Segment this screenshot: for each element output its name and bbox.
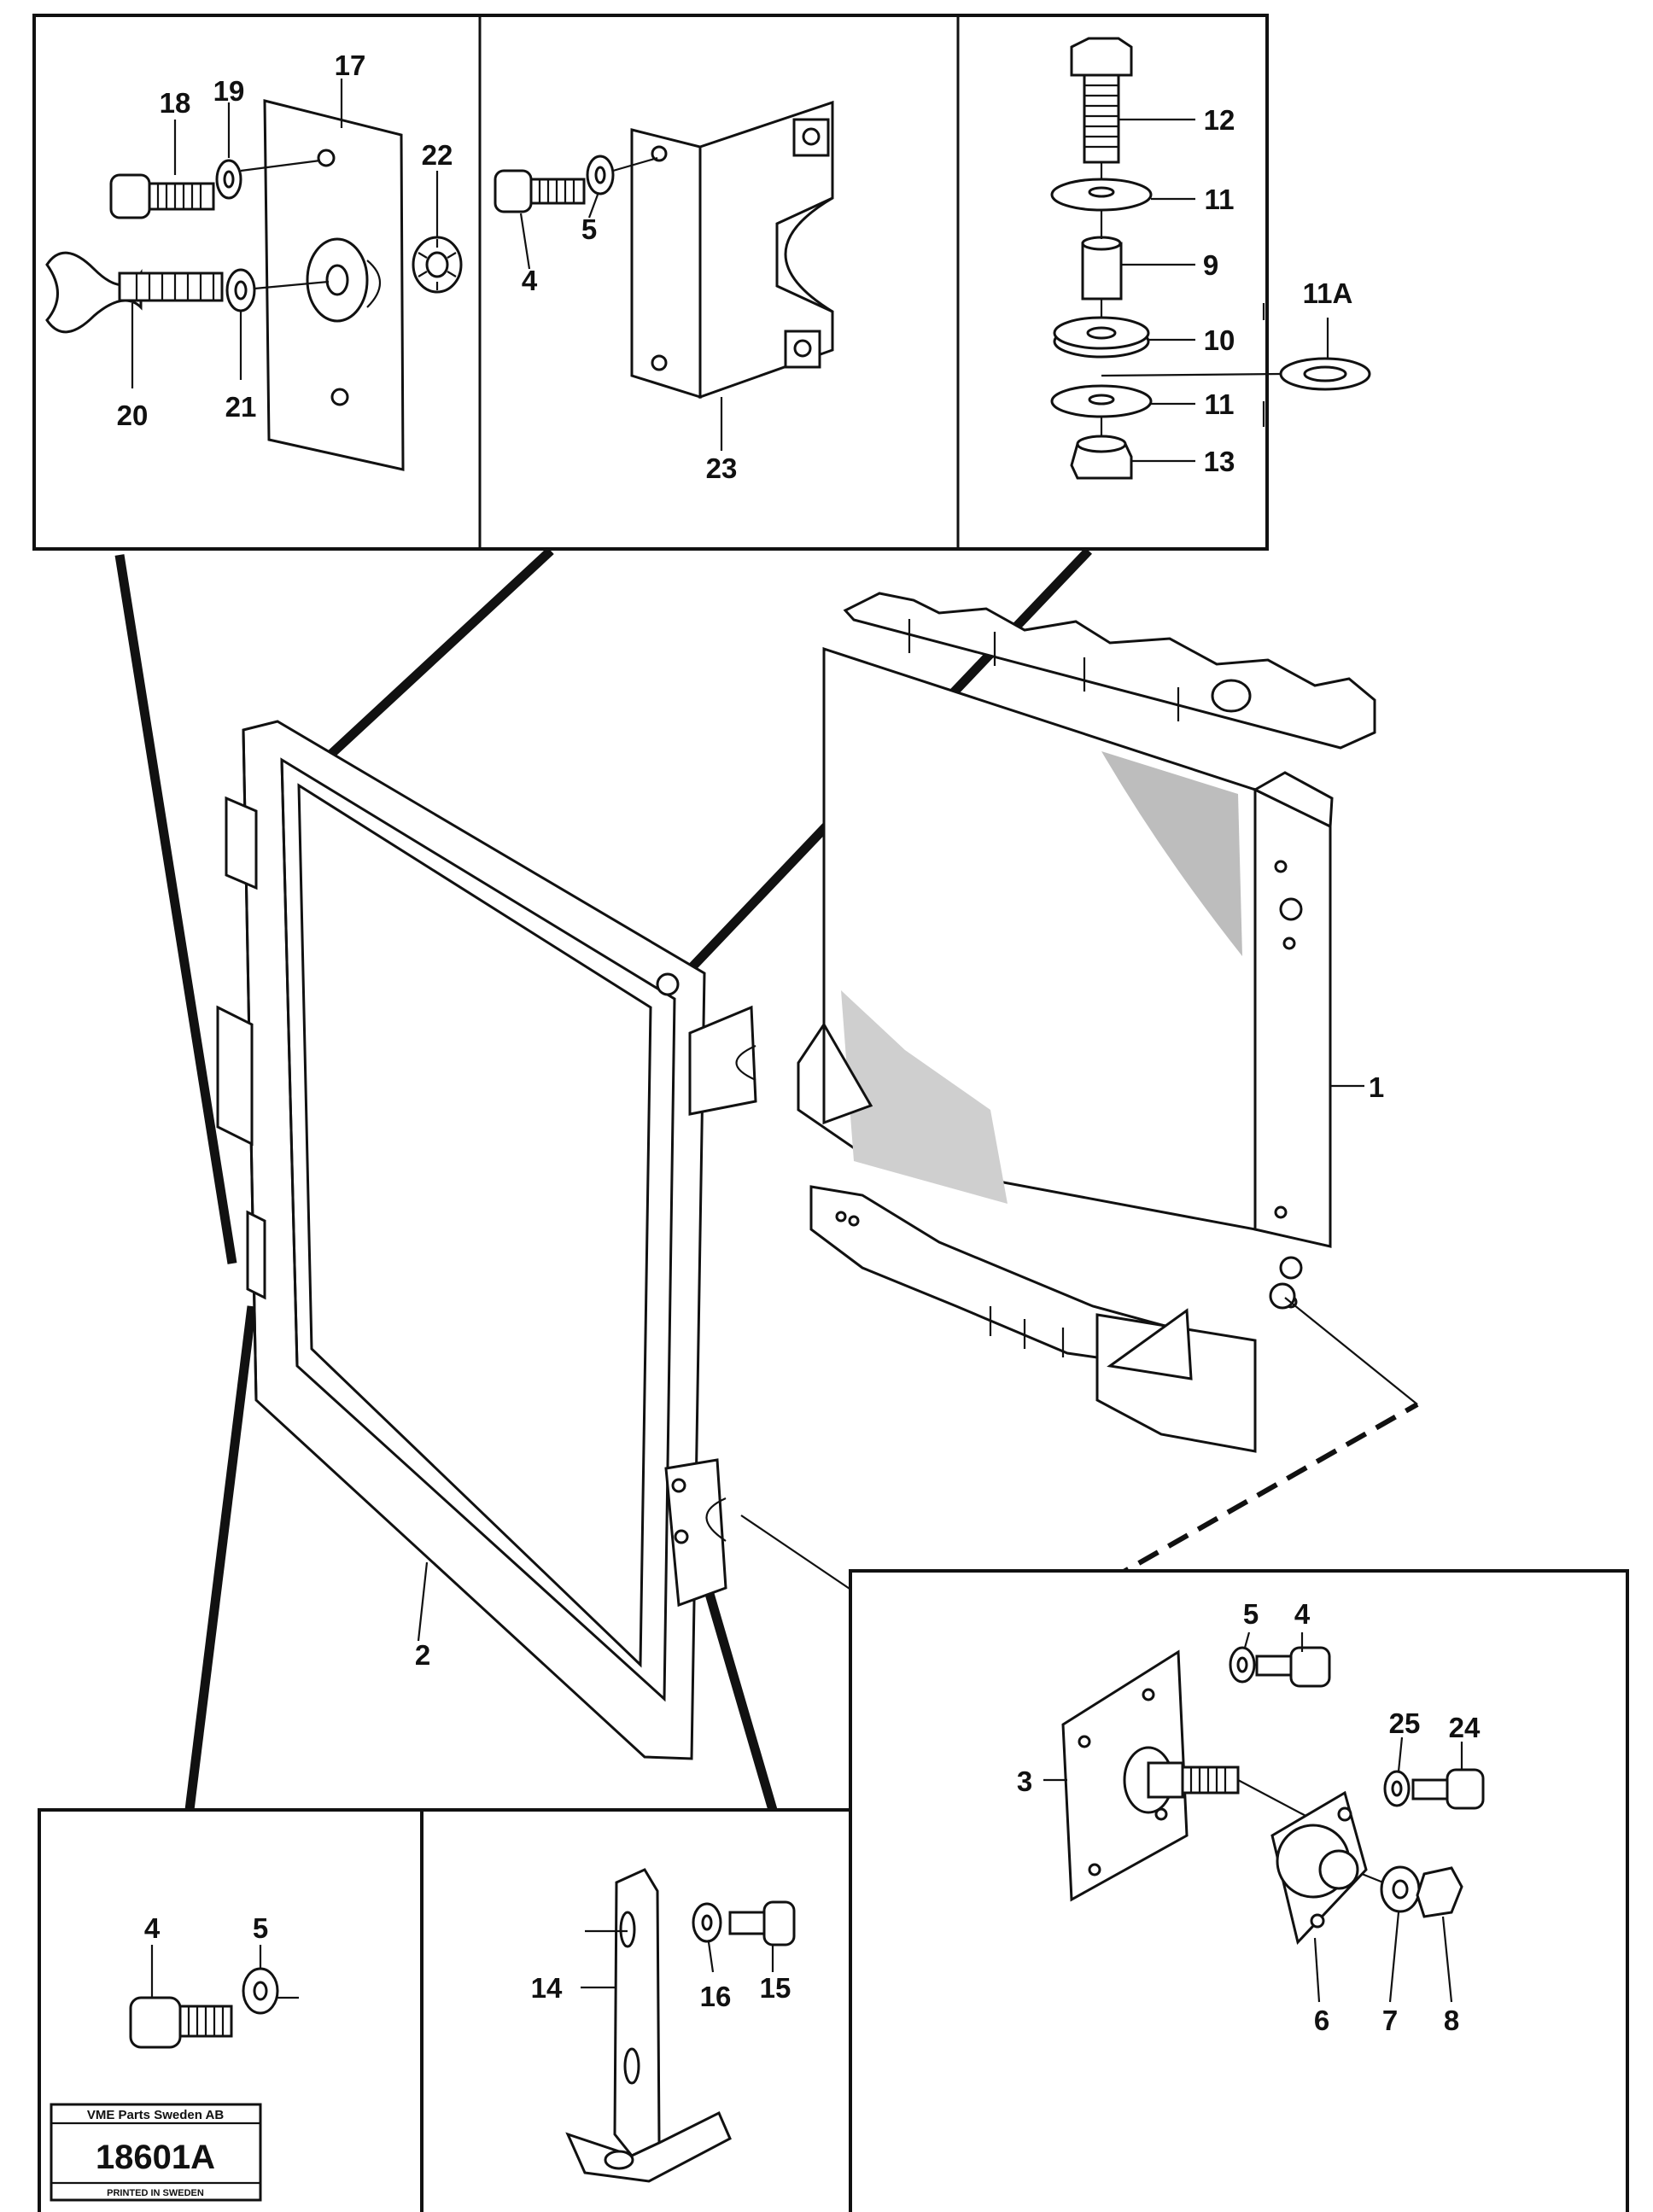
label-15: 15	[760, 1972, 791, 2004]
inset-panel-plate-assembly	[45, 79, 463, 471]
label-24: 24	[1449, 1712, 1481, 1743]
stamp-company: VME Parts Sweden AB	[87, 2108, 224, 2122]
label-13: 13	[1204, 446, 1235, 477]
label-7: 7	[1382, 2005, 1398, 2036]
label-25: 25	[1389, 1707, 1421, 1739]
label-11-bottom: 11	[1205, 388, 1235, 420]
label-4-right: 4	[1294, 1598, 1311, 1630]
label-5-bottom: 5	[253, 1912, 268, 1944]
label-2: 2	[415, 1639, 430, 1671]
inset-panel-rubber-mount	[849, 1569, 1629, 2212]
label-10: 10	[1204, 324, 1235, 356]
label-17: 17	[335, 50, 366, 81]
label-6: 6	[1314, 2005, 1329, 2036]
label-1: 1	[1369, 1071, 1384, 1103]
label-8: 8	[1444, 2005, 1459, 2036]
inset-panel-support-bracket	[420, 1808, 852, 2212]
label-18: 18	[160, 87, 191, 119]
label-19: 19	[213, 75, 245, 107]
label-3: 3	[1017, 1766, 1032, 1797]
label-11-top: 11	[1205, 184, 1235, 215]
stamp-number: 18601A	[96, 2139, 215, 2176]
label-5-right: 5	[1243, 1598, 1259, 1630]
inset-panel-bracket	[494, 100, 834, 451]
label-14: 14	[531, 1972, 563, 2004]
label-9: 9	[1203, 249, 1218, 281]
label-12: 12	[1204, 104, 1235, 136]
label-16: 16	[700, 1981, 732, 2012]
label-21: 21	[225, 391, 257, 423]
frame	[216, 720, 757, 1760]
part-labels: 18 19 17 22 20 21 4 5 23 12 11 9 10 11 1…	[117, 50, 1481, 2036]
label-20: 20	[117, 400, 149, 431]
label-22: 22	[422, 139, 453, 171]
radiator	[797, 592, 1376, 1453]
label-11a: 11A	[1303, 277, 1353, 309]
stamp-printed: PRINTED IN SWEDEN	[107, 2188, 204, 2198]
label-5-top: 5	[581, 213, 597, 245]
label-4-top: 4	[522, 265, 538, 296]
label-23: 23	[706, 452, 738, 484]
inset-panel-mount-stack	[1050, 37, 1371, 480]
label-4-bottom: 4	[144, 1912, 161, 1944]
publisher-stamp: VME Parts Sweden AB 18601A PRINTED IN SW…	[50, 2103, 262, 2202]
